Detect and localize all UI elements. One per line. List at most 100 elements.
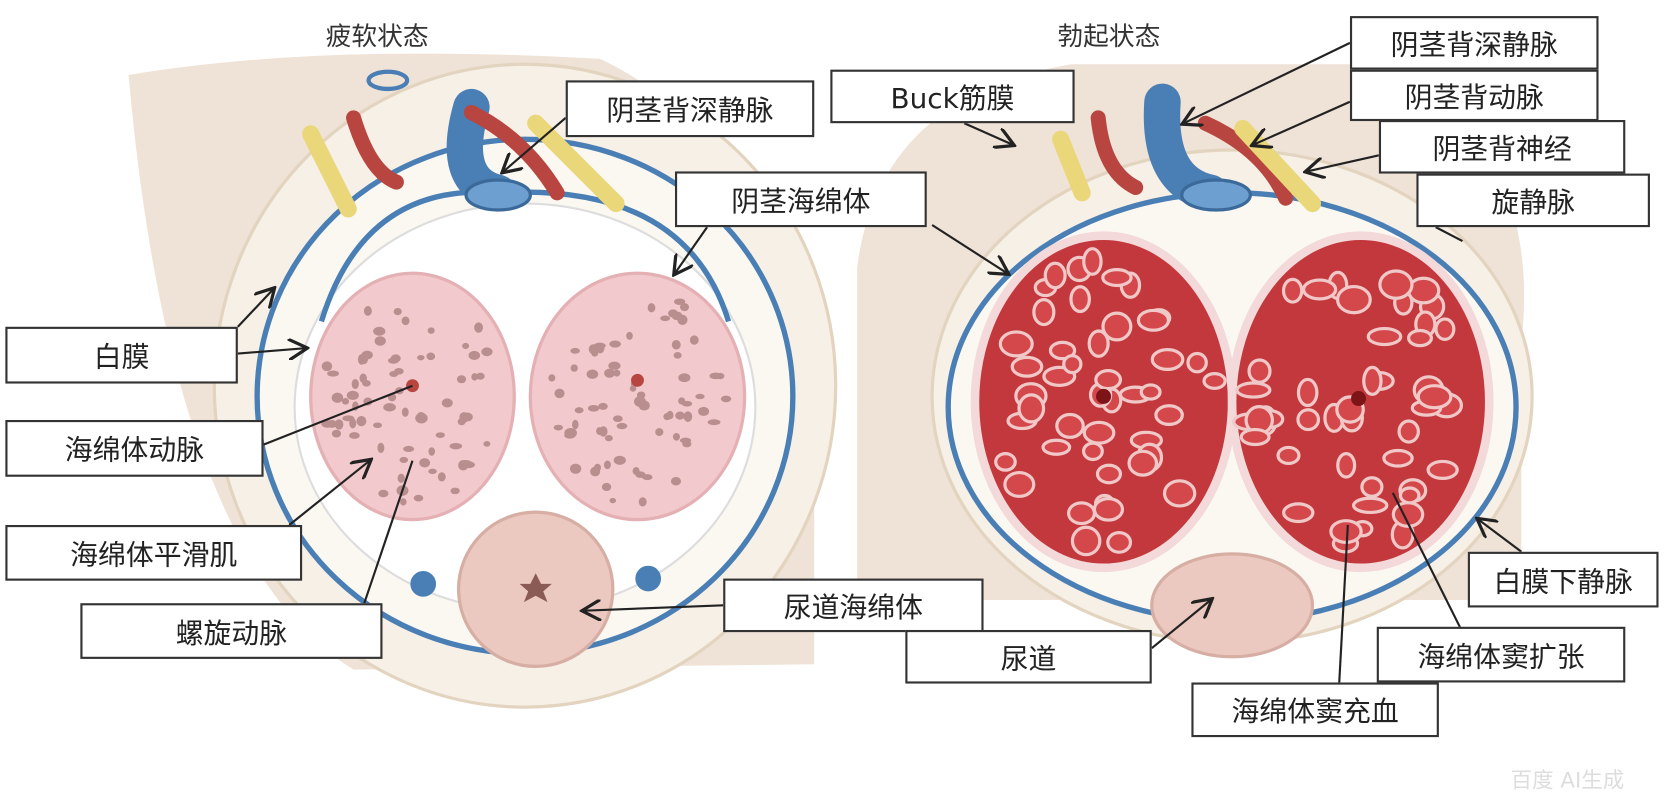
sinusoid bbox=[570, 347, 580, 354]
sinusoid bbox=[1362, 365, 1383, 396]
sinusoid bbox=[483, 440, 491, 447]
sinusoid bbox=[570, 364, 578, 372]
sinusoid bbox=[1351, 496, 1389, 515]
sinusoid bbox=[419, 458, 431, 468]
erect-title: 勃起状态 bbox=[1057, 21, 1161, 52]
sinusoid bbox=[1066, 501, 1097, 526]
sinusoid bbox=[603, 460, 611, 470]
sinusoid bbox=[400, 498, 407, 506]
sinusoid bbox=[604, 368, 615, 378]
sinusoid bbox=[1070, 525, 1102, 557]
sinusoid bbox=[357, 354, 365, 365]
sinusoid bbox=[331, 392, 344, 403]
sinusoid bbox=[1069, 285, 1091, 314]
sinusoid bbox=[632, 467, 640, 476]
sinusoid bbox=[1235, 381, 1272, 399]
sinusoid bbox=[1041, 438, 1072, 456]
sinusoid bbox=[613, 369, 621, 377]
sinusoid bbox=[1301, 278, 1338, 301]
sinusoid bbox=[1397, 419, 1420, 444]
sinusoid bbox=[638, 400, 650, 411]
sinusoid bbox=[342, 415, 355, 422]
sinusoid bbox=[474, 322, 484, 333]
sinusoid bbox=[554, 388, 565, 399]
sinusoid bbox=[1336, 452, 1357, 479]
urethra-erect bbox=[1150, 552, 1315, 659]
sinusoid bbox=[356, 416, 367, 427]
sinusoid bbox=[1092, 496, 1125, 522]
sinusoid bbox=[389, 371, 399, 377]
sinusoid bbox=[1276, 445, 1301, 466]
label-sinusoid-engorgement: 海绵体窦充血 bbox=[1191, 682, 1439, 738]
sinusoid bbox=[459, 412, 469, 423]
label-urethra: 尿道 bbox=[905, 629, 1152, 684]
sinusoid bbox=[1282, 502, 1315, 524]
sinusoid bbox=[548, 374, 556, 382]
sinusoid bbox=[1407, 328, 1434, 348]
sinusoid bbox=[388, 357, 399, 364]
sinusoid bbox=[321, 420, 334, 428]
sinusoid bbox=[1055, 412, 1085, 439]
label-dorsal-nerve: 阴茎背神经 bbox=[1378, 119, 1626, 174]
sinusoid bbox=[321, 361, 333, 372]
sinusoid bbox=[401, 407, 409, 417]
sinusoid bbox=[349, 432, 360, 439]
sinusoid bbox=[586, 369, 599, 379]
sinusoid bbox=[609, 497, 617, 504]
sinusoid bbox=[1139, 383, 1162, 401]
sinusoid bbox=[998, 330, 1034, 358]
sinusoid bbox=[1186, 351, 1208, 374]
sinusoid bbox=[1032, 298, 1056, 327]
sinusoid bbox=[716, 372, 725, 380]
sinusoid bbox=[678, 373, 691, 383]
sinusoid bbox=[599, 426, 608, 437]
sinusoid bbox=[397, 473, 405, 483]
label-subtunical-venule: 白膜下静脉 bbox=[1467, 551, 1659, 608]
sinusoid bbox=[456, 375, 467, 384]
sinusoid bbox=[1378, 269, 1414, 300]
sinusoid bbox=[417, 354, 425, 361]
sinusoid bbox=[574, 407, 584, 414]
sinusoid bbox=[1382, 448, 1414, 468]
sinusoid bbox=[327, 370, 339, 377]
label-dorsal-artery: 阴茎背动脉 bbox=[1349, 69, 1599, 122]
sinusoid bbox=[572, 419, 579, 430]
label-circumflex-vein: 旋静脉 bbox=[1416, 173, 1650, 228]
sinusoid bbox=[587, 404, 600, 412]
sinusoid bbox=[1136, 308, 1171, 332]
sinusoid bbox=[613, 455, 626, 465]
sinusoid bbox=[638, 497, 647, 507]
sinusoid bbox=[426, 352, 436, 361]
sinusoid bbox=[616, 422, 628, 430]
sinusoid bbox=[1082, 420, 1116, 445]
sinusoid bbox=[590, 466, 601, 477]
sinusoid bbox=[468, 350, 481, 361]
label-corpus-spongiosum: 尿道海绵体 bbox=[723, 578, 984, 633]
label-corpus-cavernosum: 阴茎海绵体 bbox=[674, 171, 927, 228]
sinusoid bbox=[341, 397, 350, 405]
sinusoid bbox=[674, 298, 686, 305]
sinusoid bbox=[604, 435, 613, 442]
sinusoid bbox=[642, 474, 653, 481]
sinusoid bbox=[334, 419, 344, 430]
label-cavernous-smooth-muscle: 海绵体平滑肌 bbox=[5, 524, 303, 581]
label-deep-dorsal-vein-left: 阴茎背深静脉 bbox=[565, 80, 815, 138]
sinusoid bbox=[1106, 531, 1133, 554]
sinusoid bbox=[675, 411, 685, 420]
sinusoid bbox=[1101, 268, 1133, 288]
sinusoid bbox=[1095, 463, 1123, 485]
sinusoid bbox=[1154, 404, 1184, 426]
sinusoid bbox=[377, 442, 385, 454]
sinusoid bbox=[428, 447, 436, 456]
sinusoid bbox=[720, 395, 732, 403]
sinusoid bbox=[378, 489, 389, 498]
sinusoid bbox=[427, 327, 435, 334]
label-sinusoid-dilation: 海绵体窦扩张 bbox=[1376, 626, 1626, 683]
sinusoid bbox=[374, 336, 386, 346]
sinusoid bbox=[601, 482, 612, 492]
sinusoid bbox=[437, 472, 446, 482]
sinusoid bbox=[608, 361, 621, 370]
sinusoid bbox=[1426, 459, 1459, 481]
sinusoid bbox=[399, 456, 409, 464]
